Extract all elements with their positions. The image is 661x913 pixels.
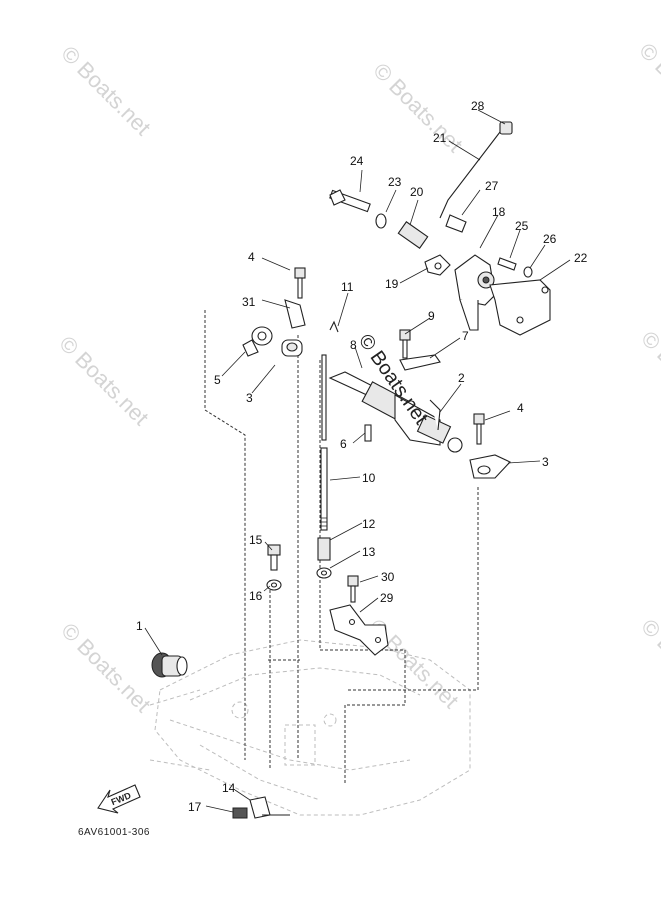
left-linkage xyxy=(242,267,339,357)
callout-30: 30 xyxy=(381,570,395,584)
callout-2: 2 xyxy=(458,371,465,385)
watermark: © Boats.net xyxy=(368,58,467,157)
callout-21: 21 xyxy=(433,131,447,145)
callout-1: 1 xyxy=(136,619,143,633)
callout-28: 28 xyxy=(471,99,485,113)
watermark: © Boats.net xyxy=(54,331,153,430)
callout-4: 4 xyxy=(517,401,524,415)
callout-23: 23 xyxy=(388,175,402,189)
callout-7: 7 xyxy=(462,329,469,343)
grommet xyxy=(151,652,188,678)
diagram-code: 6AV61001-306 xyxy=(78,827,150,838)
middle-hardware xyxy=(364,329,441,442)
assembly-boundaries xyxy=(204,310,479,785)
lower-casing-outline xyxy=(149,639,471,816)
callout-26: 26 xyxy=(543,232,557,246)
callout-9: 9 xyxy=(428,309,435,323)
shift-shaft-assembly xyxy=(328,371,463,453)
callout-12: 12 xyxy=(362,517,376,531)
rod-collar xyxy=(316,537,332,579)
callout-20: 20 xyxy=(410,185,424,199)
callout-13: 13 xyxy=(362,545,376,559)
callout-11: 11 xyxy=(341,280,354,294)
callout-27: 27 xyxy=(485,179,499,193)
callout-29: 29 xyxy=(380,591,394,605)
callout-24: 24 xyxy=(350,154,364,168)
leader-lines xyxy=(144,109,571,813)
callout-22: 22 xyxy=(574,251,588,265)
callout-18: 18 xyxy=(492,205,506,219)
bracket-assembly xyxy=(454,254,551,336)
bolt-washer xyxy=(266,544,282,591)
callout-4: 4 xyxy=(248,250,255,264)
lower-bracket xyxy=(329,575,389,656)
watermark: © Boats.net xyxy=(636,614,661,713)
shift-rod xyxy=(320,354,328,531)
callout-3: 3 xyxy=(542,455,549,469)
fwd-arrow: FWD xyxy=(97,784,141,814)
callout-5: 5 xyxy=(214,373,221,387)
lower-small-parts xyxy=(232,796,290,819)
callout-16: 16 xyxy=(249,589,263,603)
watermark: © Boats.net xyxy=(636,326,661,425)
callout-17: 17 xyxy=(188,800,202,814)
callout-19: 19 xyxy=(385,277,399,291)
callout-3: 3 xyxy=(246,391,253,405)
callout-25: 25 xyxy=(515,219,529,233)
top-linkage xyxy=(329,121,533,278)
callout-6: 6 xyxy=(340,437,347,451)
callout-14: 14 xyxy=(222,781,236,795)
callout-10: 10 xyxy=(362,471,376,485)
right-linkage xyxy=(469,413,511,479)
callout-8: 8 xyxy=(350,338,357,352)
watermark: © Boats.net xyxy=(56,41,155,140)
callout-15: 15 xyxy=(249,533,263,547)
watermark: © Boats.net xyxy=(634,38,661,137)
callouts: 1 2 3 3 4 4 5 6 7 8 9 10 11 12 13 14 15 … xyxy=(136,99,588,814)
callout-31: 31 xyxy=(242,295,256,309)
